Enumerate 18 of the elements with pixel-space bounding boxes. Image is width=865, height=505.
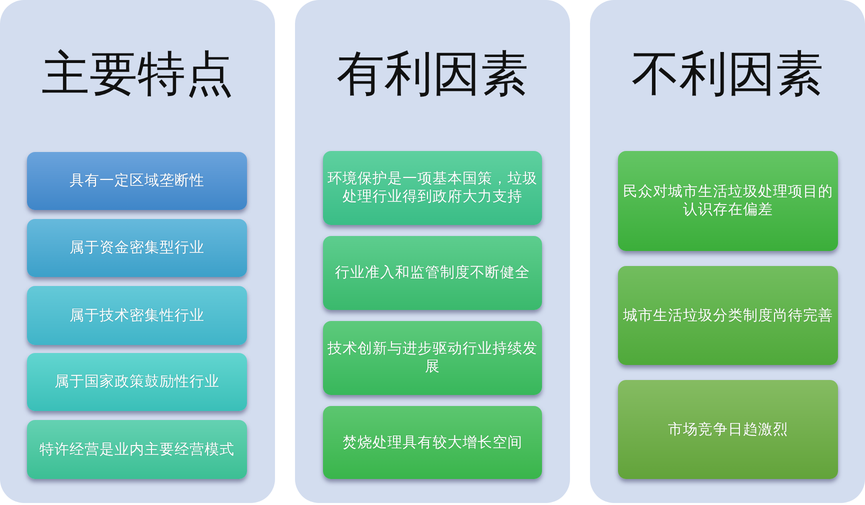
factor-box: 环境保护是一项基本国策，垃圾处理行业得到政府大力支持 [323, 151, 542, 225]
factor-box: 特许经营是业内主要经营模式 [27, 420, 247, 479]
column-heading: 有利因素 [336, 45, 528, 103]
column-panel [590, 0, 865, 503]
column-heading: 不利因素 [632, 45, 824, 103]
factor-box: 市场竞争日趋激烈 [618, 380, 838, 479]
column-panel [295, 0, 570, 503]
factor-box: 属于技术密集性行业 [27, 286, 247, 345]
column-panel [0, 0, 275, 503]
factor-box: 属于国家政策鼓励性行业 [27, 353, 247, 411]
factor-box: 行业准入和监管制度不断健全 [323, 236, 542, 310]
factor-box: 具有一定区域垄断性 [27, 152, 247, 210]
column-heading: 主要特点 [42, 45, 234, 103]
factor-box: 民众对城市生活垃圾处理项目的认识存在偏差 [618, 151, 838, 251]
factor-box: 城市生活垃圾分类制度尚待完善 [618, 266, 838, 365]
factor-box: 技术创新与进步驱动行业持续发展 [323, 321, 542, 395]
factor-box: 焚烧处理具有较大增长空间 [323, 406, 542, 479]
factor-box: 属于资金密集型行业 [27, 219, 247, 277]
